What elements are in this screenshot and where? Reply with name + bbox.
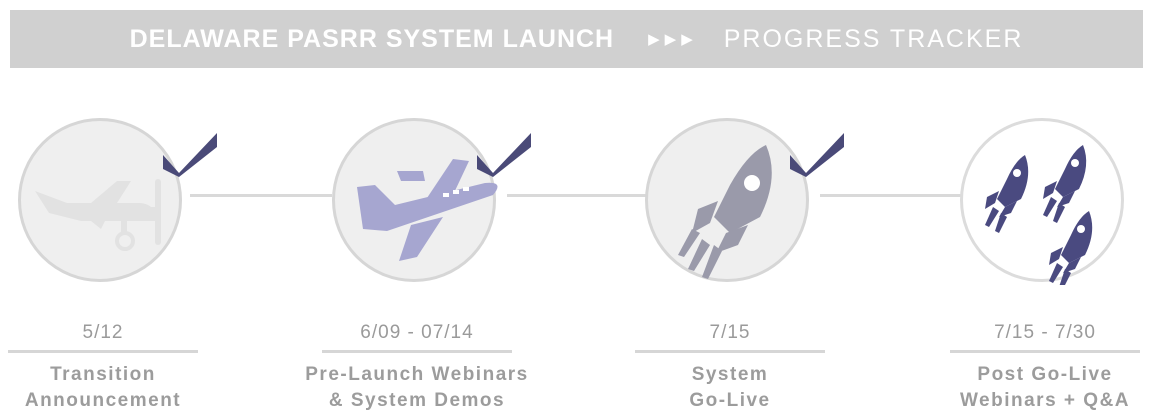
check-icon xyxy=(477,133,531,177)
stage-date: 6/09 - 07/14 xyxy=(360,322,474,343)
stage-label: Transition Announcement xyxy=(24,364,182,411)
stage-divider xyxy=(635,350,825,353)
stage-label: Post Go-Live Webinars + Q&A xyxy=(959,364,1131,411)
check-icon xyxy=(163,133,217,177)
stage-label: Pre-Launch Webinars & System Demos xyxy=(305,364,529,411)
banner-subtitle: PROGRESS TRACKER xyxy=(723,24,1024,53)
stage-divider xyxy=(950,350,1140,353)
stage-circle xyxy=(18,118,217,282)
banner-title: DELAWARE PASRR SYSTEM LAUNCH xyxy=(129,24,615,53)
timeline-connector xyxy=(820,194,962,197)
stage-divider xyxy=(322,350,512,353)
stage-divider xyxy=(8,350,198,353)
stage-circle xyxy=(960,118,1124,285)
stage-system-go-live: 7/15 System Go-Live xyxy=(635,118,844,417)
rockets-icon xyxy=(985,145,1093,285)
check-icon xyxy=(790,133,844,177)
stage-date: 7/15 - 7/30 xyxy=(994,322,1096,343)
stage-circle xyxy=(332,118,531,282)
stage-pre-launch-webinars: 6/09 - 07/14 Pre-Launch Webinars & Syste… xyxy=(305,118,531,417)
header-banner: DELAWARE PASRR SYSTEM LAUNCH ▶▶▶ PROGRES… xyxy=(10,10,1143,68)
rocket-icon xyxy=(678,145,772,279)
stage-transition-announcement: 5/12 Transition Announcement xyxy=(8,118,217,417)
timeline-connector xyxy=(507,194,649,197)
stage-date: 5/12 xyxy=(82,322,124,343)
jet-plane-icon xyxy=(357,159,498,261)
stage-post-go-live-webinars: 7/15 - 7/30 Post Go-Live Webinars + Q&A xyxy=(950,118,1140,417)
banner-arrows-icon: ▶▶▶ xyxy=(648,31,698,48)
stage-label: System Go-Live xyxy=(689,364,771,411)
propeller-plane-icon xyxy=(35,179,161,251)
stage-date: 7/15 xyxy=(709,322,751,343)
timeline-connector xyxy=(190,194,332,197)
stage-circle xyxy=(645,118,844,282)
